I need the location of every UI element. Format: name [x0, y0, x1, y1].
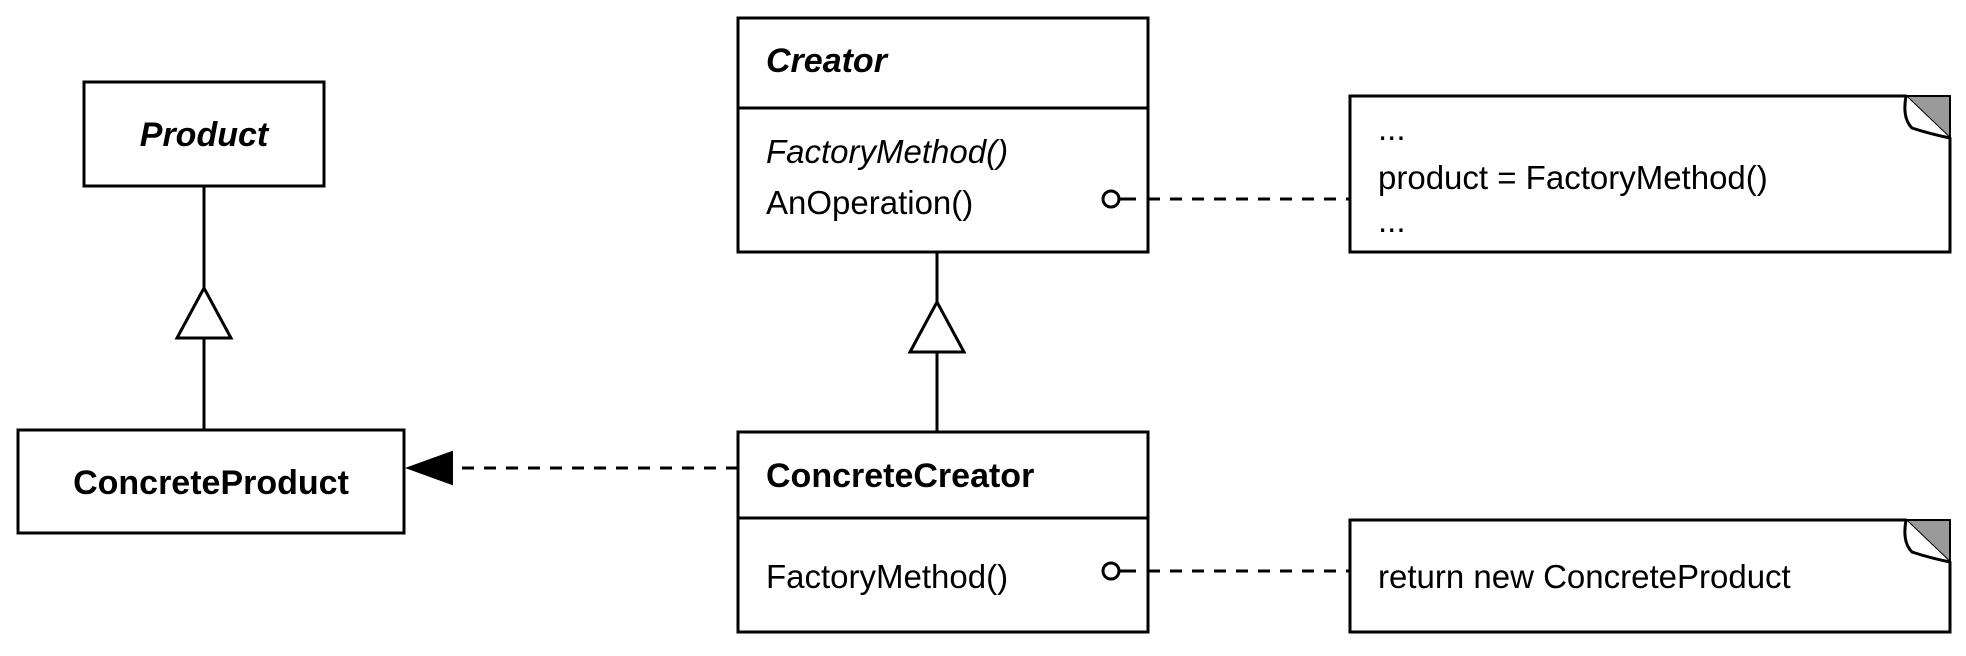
an-operation-note-line-1: ...	[1378, 110, 1406, 147]
creator-operation-an-operation: AnOperation()	[766, 184, 973, 221]
an-operation-note-box	[1348, 94, 1952, 254]
an-operation-note-dogear-fold	[1903, 95, 1951, 140]
creator-inheritance	[907, 252, 967, 432]
an-operation-note-anchor	[1101, 189, 1121, 209]
concrete-creator-class: ConcreteCreator FactoryMethod()	[736, 430, 1150, 634]
an-operation-note-line-2: product = FactoryMethod()	[1378, 159, 1768, 196]
creator-class-box	[736, 16, 1150, 254]
concrete-product-class-box	[16, 428, 406, 535]
creator-inheritance-arrowhead	[907, 298, 967, 354]
creates-dependency-arrowhead	[405, 450, 453, 486]
product-inheritance	[174, 186, 234, 430]
an-operation-note-line-3: ...	[1378, 202, 1406, 239]
factory-method-note: return new ConcreteProduct	[1348, 518, 1952, 634]
concrete-creator-class-box	[736, 430, 1150, 634]
factory-method-note-line-1: return new ConcreteProduct	[1378, 558, 1791, 595]
product-class: Product	[82, 80, 326, 188]
product-class-name: Product	[140, 116, 270, 154]
concrete-creator-class-name: ConcreteCreator	[766, 457, 1034, 495]
creates-dependency	[405, 450, 738, 486]
product-inheritance-arrowhead	[174, 284, 234, 340]
product-class-box	[82, 80, 326, 188]
factory-method-note-anchor	[1101, 561, 1121, 581]
creator-class: Creator FactoryMethod() AnOperation()	[736, 16, 1150, 254]
concrete-product-class-name: ConcreteProduct	[73, 464, 349, 502]
factory-method-note-dogear-fold	[1903, 519, 1951, 564]
concrete-creator-operation-factory-method: FactoryMethod()	[766, 558, 1008, 595]
an-operation-note: ... product = FactoryMethod() ...	[1348, 94, 1952, 254]
factory-method-note-box	[1348, 518, 1952, 634]
creator-operation-factory-method: FactoryMethod()	[766, 133, 1008, 170]
concrete-product-class: ConcreteProduct	[16, 428, 406, 535]
creator-class-name: Creator	[766, 42, 889, 80]
